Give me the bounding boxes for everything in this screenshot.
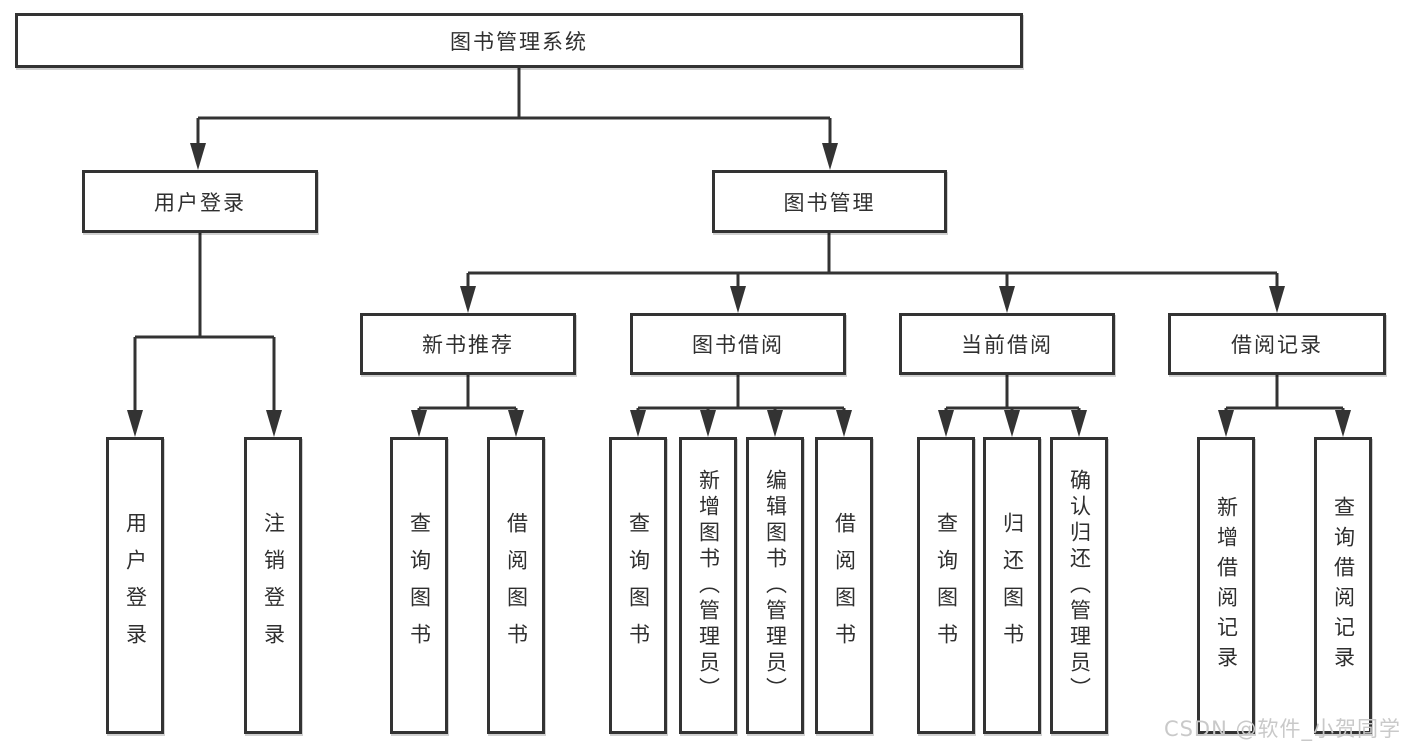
node-book-borrowing: 图书借阅 [630,313,846,375]
connector-new-rec-to-leaves [411,375,524,437]
arrowhead-down-icon [411,410,427,437]
node-label: 新增图书（管理员） [696,468,721,703]
node-label: 用户登录 [123,511,148,660]
leaf-add-book-admin: 新增图书（管理员） [679,437,737,734]
leaf-user-login: 用户登录 [106,437,164,734]
node-label: 编辑图书（管理员） [763,468,788,703]
arrowhead-down-icon [1218,410,1234,437]
node-label: 当前借阅 [961,333,1053,357]
node-label: 注销登录 [261,511,286,660]
connector-root-to-level2 [190,68,838,170]
connector-book-borrow-to-leaves [630,375,852,437]
leaf-borrow-books-borrowing: 借阅图书 [815,437,873,734]
node-label: 借阅图书 [832,511,857,660]
arrowhead-down-icon [127,410,143,437]
node-label: 查询图书 [626,511,651,660]
arrowhead-down-icon [700,410,716,437]
leaf-borrow-books-newrec: 借阅图书 [487,437,545,734]
node-label: 查询图书 [934,511,959,660]
node-label: 查询借阅记录 [1331,495,1356,676]
csdn-watermark: CSDN @软件_小贺同学 [1163,717,1401,741]
node-label: 借阅记录 [1231,333,1323,357]
node-library-system: 图书管理系统 [15,13,1023,68]
connector-book-mgmt-to-level3 [460,233,1285,313]
arrowhead-down-icon [999,286,1015,313]
node-label: 确认归还（管理员） [1067,468,1092,703]
leaf-query-borrow-record: 查询借阅记录 [1314,437,1372,734]
arrowhead-down-icon [938,410,954,437]
arrowhead-down-icon [630,410,646,437]
arrowhead-down-icon [1335,410,1351,437]
node-label: 图书管理系统 [450,29,588,54]
node-book-management: 图书管理 [712,170,947,233]
node-current-borrowing: 当前借阅 [899,313,1115,375]
node-new-book-recommend: 新书推荐 [360,313,576,375]
arrowhead-down-icon [767,410,783,437]
arrowhead-down-icon [822,143,838,170]
arrowhead-down-icon [460,286,476,313]
node-label: 图书管理 [783,190,876,215]
node-label: 新书推荐 [422,333,514,357]
leaf-query-books-newrec: 查询图书 [390,437,448,734]
leaf-logout: 注销登录 [244,437,302,734]
connector-current-borrow-to-leaves [938,375,1087,437]
node-label: 查询图书 [407,511,432,660]
leaf-query-books-borrowing: 查询图书 [609,437,667,734]
node-user-login: 用户登录 [82,170,318,233]
leaf-add-borrow-record: 新增借阅记录 [1197,437,1255,734]
arrowhead-down-icon [1004,410,1020,437]
node-label: 新增借阅记录 [1214,495,1239,676]
arrowhead-down-icon [190,143,206,170]
leaf-query-books-current: 查询图书 [917,437,975,734]
connector-user-login-to-leaves [127,233,282,437]
arrowhead-down-icon [1071,410,1087,437]
node-label: 归还图书 [1000,511,1025,660]
node-label: 图书借阅 [692,333,784,357]
node-label: 用户登录 [154,190,246,215]
arrowhead-down-icon [730,286,746,313]
leaf-confirm-return-admin: 确认归还（管理员） [1050,437,1108,734]
node-borrowing-records: 借阅记录 [1168,313,1386,375]
node-label: 借阅图书 [504,511,529,660]
arrowhead-down-icon [1269,286,1285,313]
arrowhead-down-icon [836,410,852,437]
leaf-return-book: 归还图书 [983,437,1041,734]
arrowhead-down-icon [266,410,282,437]
leaf-edit-book-admin: 编辑图书（管理员） [746,437,804,734]
connector-borrow-records-to-leaves [1218,375,1351,437]
arrowhead-down-icon [508,410,524,437]
